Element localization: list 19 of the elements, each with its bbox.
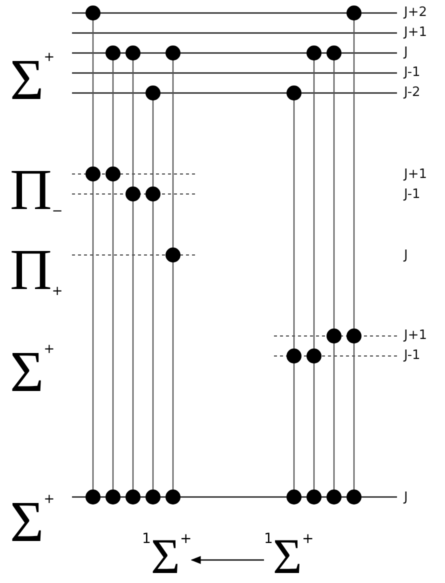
term-symbol: Σ$^{+}$ — [10, 488, 55, 552]
term-symbol: Π$_{−}$ — [10, 160, 63, 224]
level-label: J-2 — [404, 86, 420, 100]
level-label: J-1 — [404, 188, 420, 202]
term-symbol: Π$_{+}$ — [10, 240, 63, 304]
term-symbol: Σ$^{+}$ — [10, 46, 55, 110]
level-label: J+2 — [404, 6, 427, 20]
level-label: J — [404, 46, 408, 60]
term-symbol: $^{1}$Σ$^{+}$ — [142, 512, 192, 583]
level-label: J — [404, 249, 408, 263]
level-label: J+1 — [404, 329, 427, 343]
level-label: J+1 — [404, 26, 427, 40]
term-symbol: $^{1}$Σ$^{+}$ — [264, 512, 314, 583]
level-label: J+1 — [404, 168, 427, 182]
level-label: J — [404, 491, 408, 505]
level-label: J-1 — [404, 349, 420, 363]
term-symbol: Σ$^{+}$ — [10, 338, 55, 402]
arrow — [190, 556, 264, 564]
level-label: J-1 — [404, 66, 420, 80]
